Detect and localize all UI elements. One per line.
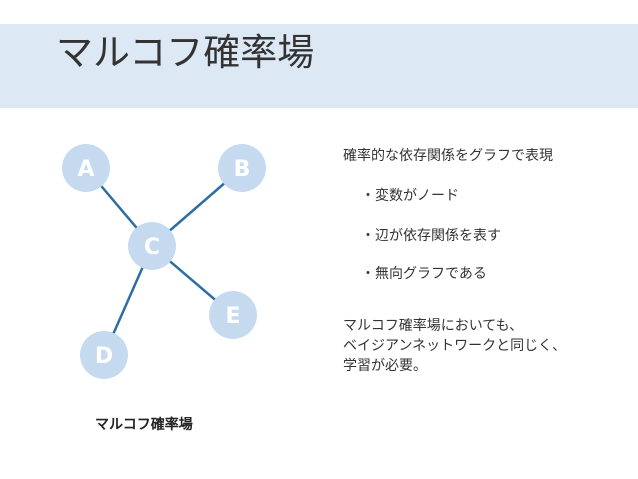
bullet-item: ・変数がノード bbox=[361, 188, 459, 204]
bullet-item: ・無向グラフである bbox=[361, 266, 487, 282]
node-c bbox=[128, 222, 176, 270]
diagram-caption: マルコフ確率場 bbox=[95, 417, 193, 433]
note-line: マルコフ確率場においても、 bbox=[343, 318, 524, 334]
node-d-label: D bbox=[95, 344, 113, 369]
node-a-label: A bbox=[77, 157, 94, 182]
note-line: ベイジアンネットワークと同じく、 bbox=[343, 338, 567, 354]
node-e-label: E bbox=[225, 304, 240, 329]
description-heading: 確率的な依存関係をグラフで表現 bbox=[343, 148, 553, 164]
slide-title: マルコフ確率場 bbox=[56, 31, 315, 74]
node-e bbox=[209, 291, 257, 339]
node-b bbox=[218, 144, 266, 192]
node-c-label: C bbox=[144, 235, 160, 260]
note-line: 学習が必要。 bbox=[343, 358, 427, 374]
note-paragraph: マルコフ確率場においても、 ベイジアンネットワークと同じく、 学習が必要。 bbox=[343, 316, 566, 376]
bullet-item: ・辺が依存関係を表す bbox=[361, 228, 501, 244]
node-b-label: B bbox=[234, 157, 251, 182]
node-d bbox=[80, 331, 128, 379]
title-band bbox=[0, 24, 638, 108]
node-a bbox=[62, 144, 110, 192]
graph-nodes: A B C D E bbox=[62, 144, 266, 379]
